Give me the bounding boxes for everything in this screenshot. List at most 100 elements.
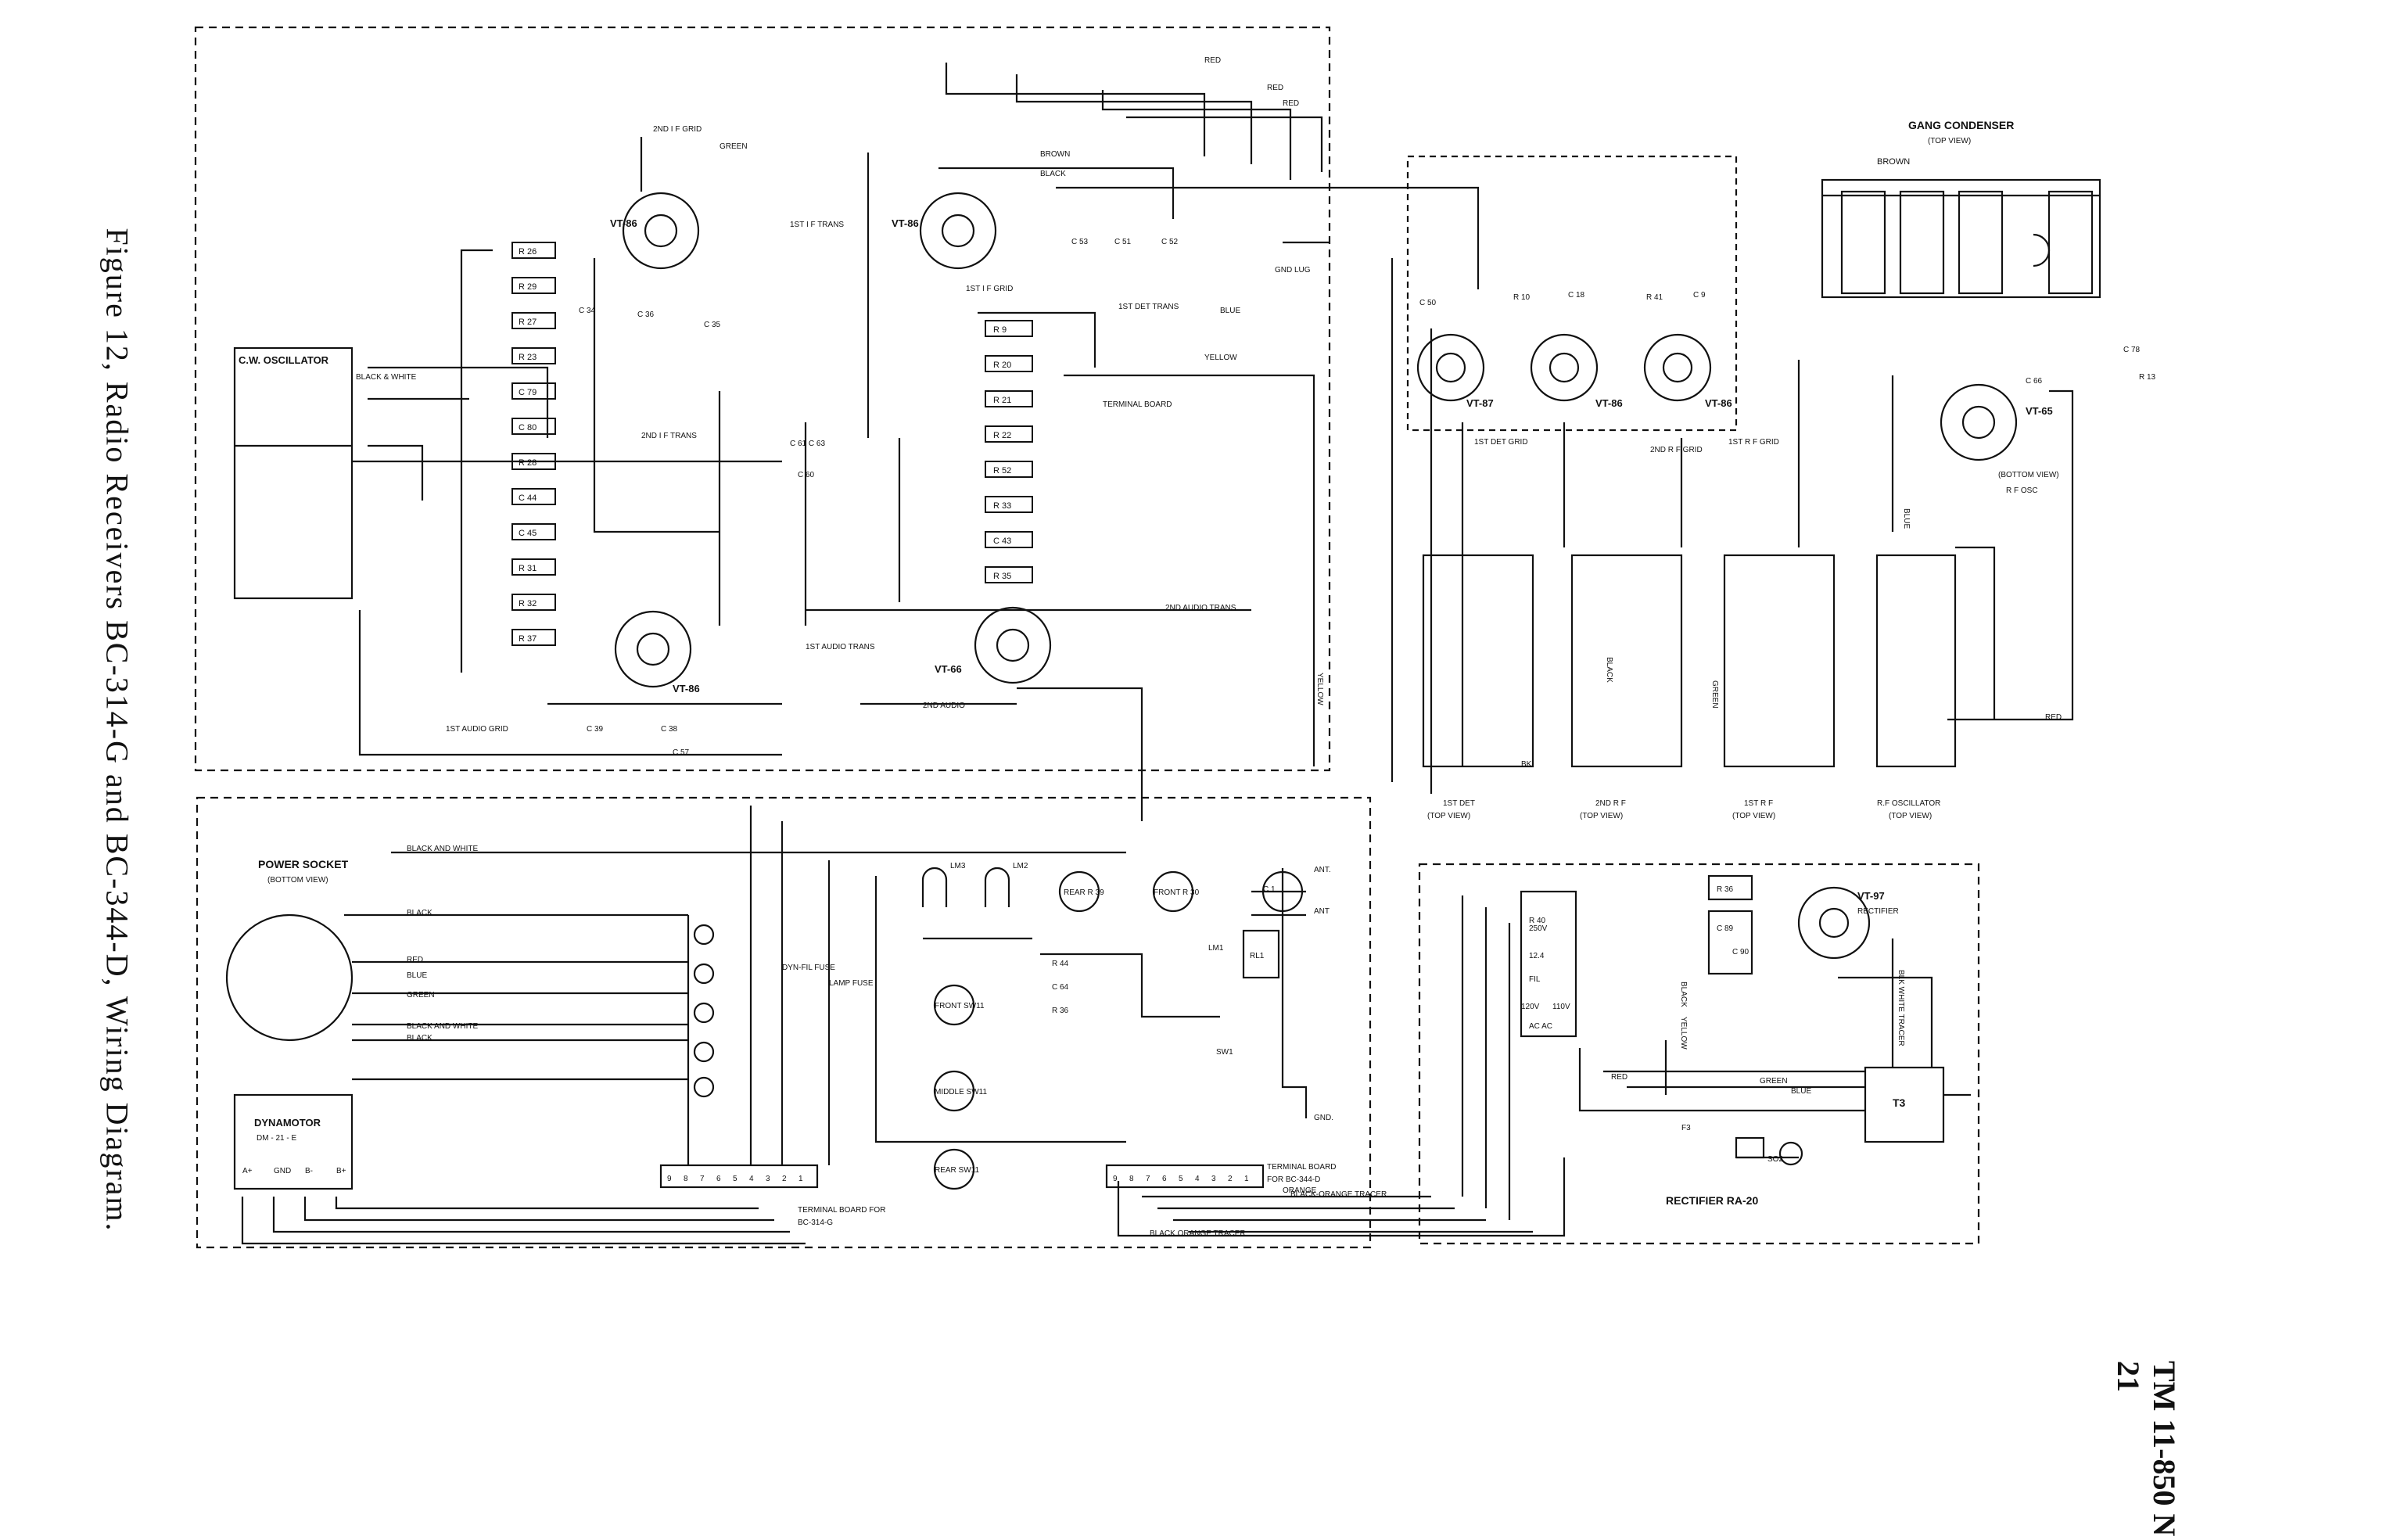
rf-osc-label: R F OSC [2006,486,2038,495]
terminal-number: 1 [1244,1175,1249,1183]
gang-brown-label: BROWN [1877,157,1910,167]
capacitor-label: C 60 [798,471,815,479]
switch-label: FRONT SW11 [935,1002,985,1010]
resistor-box [985,320,1033,337]
lamp-label: LM3 [950,862,966,870]
dynamotor-model: DM - 21 - E [257,1134,296,1143]
label-2nd-if-trans: 2ND I F TRANS [641,432,697,440]
tube-vt97-label: VT-97 [1857,890,1885,902]
wire-color-label: YELLOW [1315,673,1324,705]
capacitor-label: C 57 [673,748,690,757]
label-1st-if-trans: 1ST I F TRANS [790,221,844,229]
resistor-label: R 27 [519,318,537,327]
terminal-number: 4 [749,1175,754,1183]
rectifier-outline [1418,863,1980,1245]
tube-vt87-label: VT-87 [1466,397,1494,409]
wire-color-label: BROWN [1040,150,1070,159]
transformer-tap-label: 250V [1529,924,1548,933]
terminal-number: 5 [1179,1175,1183,1183]
capacitor-label: C 52 [1161,238,1179,246]
wire-color-label: BK [1521,760,1532,769]
component-label: R 41 [1646,293,1663,302]
label-1st-audio-grid: 1ST AUDIO GRID [446,725,508,734]
coil-1st-det-label: 1ST DET [1443,799,1475,808]
wire-color-label: RED [1283,99,1299,108]
wire-color-label: BLK WHITE TRACER [1897,970,1905,1046]
tube-vt86-rf1-label: VT-86 [1705,397,1732,409]
label-2nd-audio-trans: 2ND AUDIO TRANS [1165,604,1236,612]
resistor-label: R 33 [993,501,1011,511]
coil-1st-rf-view: (TOP VIEW) [1732,812,1775,820]
capacitor-label: C 51 [1114,238,1132,246]
switch-label: MIDDLE SW11 [935,1088,987,1096]
tube-vt86-rf2-label: VT-86 [1595,397,1623,409]
resistor-box [511,453,556,470]
terminal-number: 1 [798,1175,803,1183]
capacitor-label: C 66 [2026,377,2043,386]
terminal-number: 6 [716,1175,721,1183]
component-label: R 10 [1513,293,1531,302]
coil-1st-det-view: (TOP VIEW) [1427,812,1470,820]
switch-label: REAR SW11 [935,1166,979,1175]
wire-color-label: BLACK [407,909,432,917]
cw-oscillator-label: C.W. OSCILLATOR [239,354,329,366]
resistor-label: R 52 [993,466,1011,476]
power-socket-label: POWER SOCKET [258,858,349,870]
resistor-box [985,425,1033,443]
transformer-tap-label: 120V [1521,1003,1540,1011]
terminal-number: 3 [1211,1175,1216,1183]
wire-color-label: RED [407,956,423,964]
dynamotor-terminal-label: B+ [336,1167,346,1175]
tube-vt65-label: VT-65 [2026,405,2053,417]
resistor-box [985,390,1033,407]
coil-1st-rf [1723,554,1836,768]
resistor-box [985,355,1033,372]
label-1st-rf-grid: 1ST R F GRID [1728,438,1779,447]
label-2nd-if-grid: 2ND I F GRID [653,125,702,134]
switch-label: FRONT R 30 [1154,888,1200,897]
dynamotor-label: DYNAMOTOR [254,1117,321,1129]
terminal-number: 9 [1113,1175,1118,1183]
rf-section-outline [1406,155,1738,432]
label-1st-if-grid: 1ST I F GRID [966,285,1013,293]
resistor-label: R 29 [519,282,537,292]
transformer-tap-label: 12.4 [1529,952,1545,960]
wire-color-label: YELLOW [1204,353,1237,362]
resistor-label: C 45 [519,529,537,538]
relay-box [1242,929,1280,979]
terminal-board-344-label: TERMINAL BOARD [1267,1163,1337,1172]
wire-color-label: BLACK AND WHITE [407,1022,478,1031]
capacitor-label: C 1 [1263,885,1276,894]
label-1st-audio-trans: 1ST AUDIO TRANS [806,643,875,651]
wire-color-label: BLUE [1791,1087,1811,1096]
coil-1st-det [1422,554,1534,768]
resistor-label: R 23 [519,353,537,362]
coil-rf-osc-view: (TOP VIEW) [1889,812,1932,820]
terminal-number: 4 [1195,1175,1200,1183]
tube-vt86-1-label: VT-86 [610,217,637,229]
terminal-board-344-box [1105,1164,1265,1189]
resistor-box [511,418,556,435]
wire-color-label: GREEN [1760,1077,1788,1086]
wire-color-label: BLACK [1605,657,1613,683]
label-2nd-audio: 2ND AUDIO [923,702,965,710]
terminal-number: 8 [1129,1175,1134,1183]
label-2nd-rf-grid: 2ND R F GRID [1650,446,1703,454]
terminal-board-314-box [659,1164,819,1189]
wire-color-label: RED [1611,1073,1627,1082]
resistor-label: R 35 [993,572,1011,581]
terminal-number: 9 [667,1175,672,1183]
wire-color-label: BLUE [407,971,427,980]
resistor-label: C 80 [519,423,537,432]
component-label: R 36 [1052,1007,1069,1015]
rectifier-tube-label: RECTIFIER [1857,907,1899,916]
wire-color-label: BLACK & WHITE [356,373,417,382]
terminal-number: 7 [1146,1175,1150,1183]
wire-color-label: GREEN [1710,680,1719,709]
label-1st-det-trans: 1ST DET TRANS [1118,303,1179,311]
capacitor-label: C 50 [1419,299,1437,307]
gang-condenser-title: GANG CONDENSER [1908,119,2014,131]
wire-color-label: BLACK-ORANGE TRACER [1290,1190,1387,1199]
component-label: R 13 [2139,373,2156,382]
wire-color-label: BLACK AND WHITE [407,845,478,853]
